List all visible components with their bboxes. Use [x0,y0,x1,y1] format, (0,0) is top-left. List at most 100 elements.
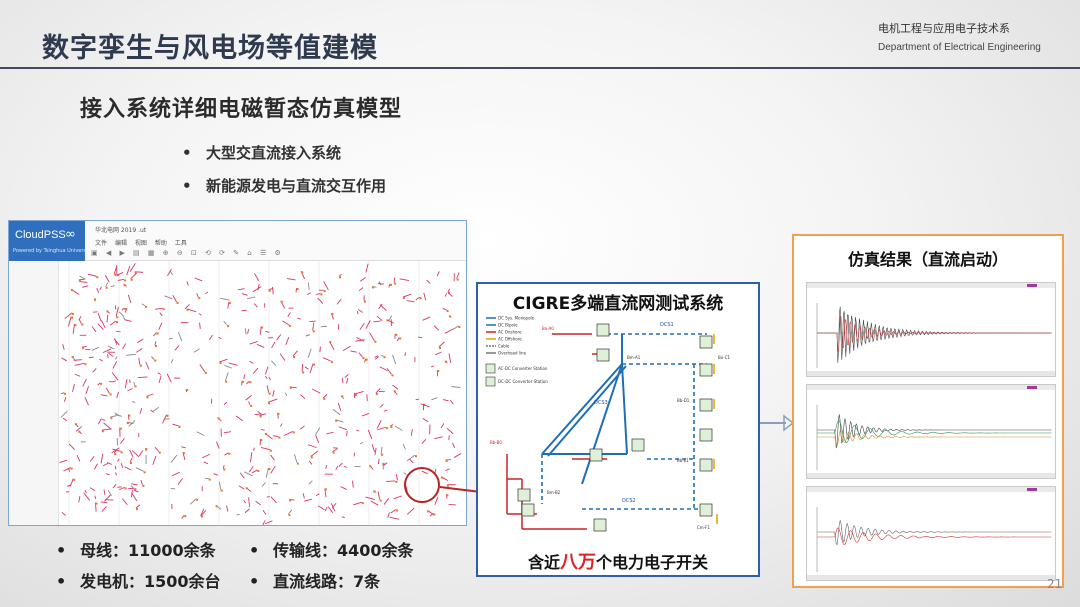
circuit-wire [264,375,268,379]
circuit-node [75,423,78,426]
circuit-wire [335,465,339,471]
circuit-wire [284,392,288,397]
circuit-node [64,392,67,395]
menu-item-edit[interactable]: 编辑 [114,240,127,247]
circuit-node [288,513,291,516]
circuit-node [71,289,74,292]
circuit-node [128,414,131,417]
circuit-wire [365,496,376,501]
circuit-wire [287,312,291,318]
circuit-wire [356,336,365,342]
circuit-wire [68,467,71,472]
circuit-node [323,290,326,293]
circuit-node [458,325,461,328]
menu-item-tools[interactable]: 工具 [174,240,187,247]
circuit-node [176,301,179,304]
menu-item-help[interactable]: 帮助 [154,240,167,247]
bullet-text: 大型交直流接入系统 [206,144,342,162]
circuit-wire [431,397,438,401]
circuit-wire [61,511,66,516]
circuit-wire [359,277,366,282]
circuit-node [130,278,133,281]
circuit-wire [153,332,157,337]
circuit-wire [394,425,403,431]
circuit-wire [377,491,381,500]
circuit-node [145,448,148,451]
circuit-wire [67,316,72,327]
circuit-wire [312,322,315,331]
circuit-wire [113,450,117,454]
circuit-wire [218,336,222,340]
circuit-node [362,357,365,360]
bus-label: Bb-B0 [490,440,502,445]
circuit-wire [440,423,445,429]
circuit-node [373,490,376,493]
circuit-wire [166,373,172,383]
circuit-node [116,274,119,277]
circuit-wire [448,353,452,363]
circuit-wire [392,354,397,365]
department-name-en: Department of Electrical Engineering [878,42,1041,53]
stat-item: •直流线路：7条 [249,568,380,592]
circuit-wire [238,485,245,490]
circuit-wire [390,424,394,427]
circuit-wire [264,366,269,375]
circuit-wire [84,397,89,406]
circuit-node [446,484,449,487]
circuit-wire [307,282,310,290]
circuit-wire [374,355,378,358]
circuit-wire [430,365,435,368]
circuit-diagram-canvas[interactable] [9,261,467,526]
menu-item-view[interactable]: 视图 [134,240,147,247]
circuit-wire [127,294,132,304]
circuit-wire [288,509,293,515]
circuit-wire [436,271,440,277]
circuit-wire [410,429,413,436]
circuit-wire [249,341,258,345]
circuit-wire [325,431,334,435]
circuit-node [427,510,430,513]
circuit-wire [78,278,86,281]
circuit-node [313,363,316,366]
circuit-node [374,340,377,343]
circuit-node [260,439,263,442]
circuit-wire [259,413,267,416]
circuit-wire [262,520,266,525]
circuit-wire [380,446,383,454]
circuit-wire [72,383,75,392]
circuit-node [382,462,385,465]
section-subtitle: 接入系统详细电磁暂态仿真模型 [80,97,403,122]
circuit-node [123,284,126,287]
circuit-node [162,308,165,311]
circuit-wire [279,353,286,361]
circuit-node [245,487,248,490]
circuit-wire [456,272,460,279]
circuit-wire [133,381,135,386]
circuit-wire [331,502,337,509]
circuit-wire [310,450,319,457]
circuit-node [228,301,231,304]
bus-label: Bo-C1 [718,355,731,360]
menu-item-file[interactable]: 文件 [95,240,108,247]
circuit-wire [337,402,342,412]
circuit-wire [444,293,447,297]
circuit-wire [383,409,388,412]
circuit-wire [136,348,143,353]
department-name-cn: 电机工程与应用电子技术系 [878,22,1010,35]
circuit-wire [60,410,68,418]
circuit-node [124,487,127,490]
circuit-node [324,488,327,491]
circuit-node [339,276,342,279]
circuit-wire [253,303,258,308]
circuit-node [381,453,384,456]
circuit-node [106,310,109,313]
circuit-node [277,412,280,415]
toolbar-icons[interactable]: ▣ ◀ ▶ ▤ ▦ ⊕ ⊖ ⊡ ⟲ ⟳ ✎ ⌂ ☰ ⚙ [91,249,284,257]
dcs3-label: DCS3 [594,400,608,406]
circuit-node [134,488,137,491]
circuit-wire [102,462,109,467]
circuit-wire [256,343,265,348]
circuit-wire [380,354,384,357]
circuit-wire [378,303,383,310]
circuit-wire [82,285,89,288]
